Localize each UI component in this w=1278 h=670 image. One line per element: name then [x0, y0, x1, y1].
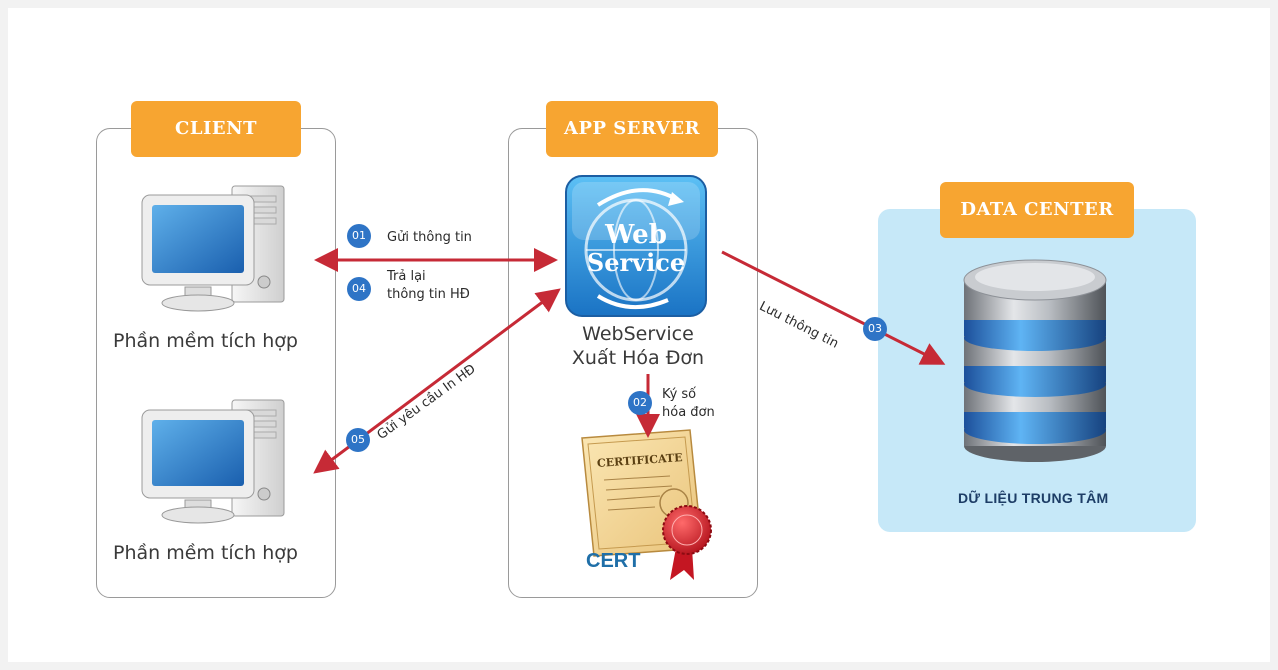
data-center-title: DATA CENTER — [940, 182, 1134, 238]
database-icon — [963, 259, 1107, 462]
step-04-badge: 04 — [347, 277, 371, 301]
arrow-save-info — [721, 250, 946, 365]
database-label: DỮ LIỆU TRUNG TÂM — [958, 490, 1109, 506]
app-server-title: APP SERVER — [546, 101, 718, 157]
certificate-icon: CERTIFICATE — [581, 429, 712, 580]
step-04-label-line2: thông tin HĐ — [387, 287, 470, 302]
step-04-label: Trả lại thông tin HĐ — [387, 268, 470, 304]
step-03-badge: 03 — [863, 317, 887, 341]
computer-icon-2 — [141, 399, 285, 524]
webservice-icon-text-line2: Service — [587, 248, 685, 277]
webservice-label: WebService Xuất Hóa Đơn — [568, 322, 708, 370]
step-01-badge: 01 — [347, 224, 371, 248]
step-01-label: Gửi thông tin — [387, 230, 472, 245]
client-app-label-2: Phần mềm tích hợp — [113, 542, 298, 564]
webservice-label-line2: Xuất Hóa Đơn — [571, 347, 705, 369]
step-02-label: Ký số hóa đơn — [662, 386, 715, 422]
webservice-icon-text-line1: Web — [604, 220, 667, 250]
step-05-badge: 05 — [346, 428, 370, 452]
client-app-label-1: Phần mềm tích hợp — [113, 330, 298, 352]
webservice-label-line1: WebService — [582, 323, 694, 345]
client-title: CLIENT — [131, 101, 301, 157]
cert-label: CERT — [586, 550, 641, 572]
computer-icon-1 — [141, 185, 285, 312]
step-02-badge: 02 — [628, 391, 652, 415]
step-04-label-line1: Trả lại — [387, 269, 426, 284]
webservice-icon: Web Service — [565, 175, 707, 317]
step-02-label-line1: Ký số — [662, 387, 697, 402]
step-02-label-line2: hóa đơn — [662, 405, 715, 420]
certificate-heading: CERTIFICATE — [597, 451, 683, 470]
